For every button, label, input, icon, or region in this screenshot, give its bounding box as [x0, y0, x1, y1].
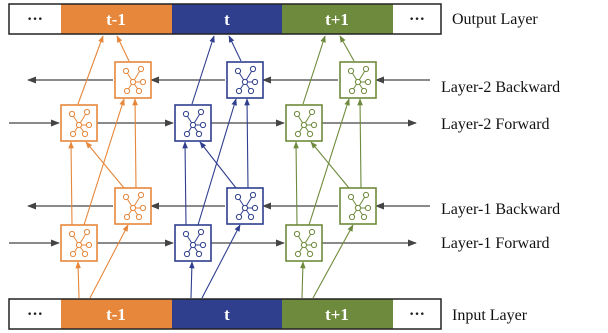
output-seg-right-dots [393, 4, 441, 34]
l1b-to-l2b-t-plus-1 [357, 98, 363, 189]
connections-t-minus-1 [68, 35, 138, 299]
layer1-forward-label: Layer-1 Forward [441, 235, 550, 252]
rnn-cell-icon-l2b-t-minus-1 [114, 61, 152, 99]
input-dots-right: ··· [409, 306, 425, 323]
output-seg-t-minus-1 [61, 4, 172, 34]
rnn-cell-icon-l2b-t [226, 61, 264, 99]
layer2-forward-label: Layer-2 Forward [441, 116, 550, 133]
l1f-to-l2b-t-minus-1 [83, 98, 125, 226]
rnn-cell-icon-l2f-t [174, 104, 212, 142]
l1b-to-l2b-t [244, 98, 250, 189]
input-label-t: t [224, 305, 230, 324]
input-bar-border [8, 298, 442, 330]
l2f-to-output-t [191, 35, 215, 105]
l2b-to-output-t-plus-1 [339, 35, 355, 62]
output-dots-right: ··· [409, 11, 425, 28]
output-seg-t [172, 4, 282, 34]
l2f-to-output-t-plus-1 [302, 35, 326, 105]
output-bar-border [8, 3, 442, 35]
connections-t-plus-1 [293, 35, 363, 299]
output-seg-left-dots [9, 4, 61, 34]
output-label-t-plus-1: t+1 [325, 10, 349, 29]
horizontal-recurrent-arrows [9, 76, 430, 247]
rnn-cell-icon-l1b-t-minus-1 [114, 187, 152, 225]
rnn-cell-icon-l1f-t-plus-1 [285, 224, 323, 262]
rnn-cell-icon-l1f-t [174, 224, 212, 262]
output-label-t: t [224, 10, 230, 29]
input-label-t-minus-1: t-1 [106, 305, 126, 324]
input-seg-t-minus-1 [61, 299, 172, 329]
rnn-cell-icon-l1f-t-minus-1 [60, 224, 98, 262]
layer2-backward-label: Layer-2 Backward [441, 79, 560, 96]
l1f-to-l2f-t-minus-1 [68, 141, 74, 226]
l2f-to-output-t-minus-1 [77, 35, 104, 105]
input-to-l1f-t-plus-1 [300, 261, 306, 299]
input-layer-label: Input Layer [452, 307, 528, 324]
layer1-backward-label: Layer-1 Backward [441, 201, 560, 218]
l1b-to-l2f-t-minus-1 [85, 141, 125, 189]
rnn-cell-icon-l1b-t [226, 187, 264, 225]
l2b-to-output-t-minus-1 [116, 35, 130, 62]
input-seg-t [172, 299, 282, 329]
rnn-cell-icon-l2f-t-plus-1 [285, 104, 323, 142]
rnn-cell-icon-l1b-t-plus-1 [339, 187, 377, 225]
output-layer-bar: ··· t-1 t t+1 ··· [8, 3, 442, 35]
input-seg-t-plus-1 [282, 299, 393, 329]
output-layer-label: Output Layer [452, 11, 538, 28]
rnn-cell-icon-l2f-t-minus-1 [60, 104, 98, 142]
l1b-to-l2b-t-minus-1 [132, 98, 138, 189]
rnn-cell-icon-l2b-t-plus-1 [339, 61, 377, 99]
input-to-l1b-t [201, 224, 241, 299]
l1f-to-l2b-t [197, 98, 237, 226]
l1f-to-l2f-t-plus-1 [293, 141, 299, 226]
output-dots-left: ··· [27, 11, 43, 28]
connections-t [182, 35, 250, 299]
input-layer-bar: ··· t-1 t t+1 ··· [8, 298, 442, 330]
input-seg-left-dots [9, 299, 61, 329]
input-dots-left: ··· [27, 306, 43, 323]
l1b-to-l2f-t [199, 141, 237, 189]
input-to-l1b-t-plus-1 [312, 224, 354, 299]
input-to-l1b-t-minus-1 [89, 224, 129, 299]
output-seg-t-plus-1 [282, 4, 393, 34]
input-to-l1f-t [189, 261, 195, 299]
output-label-t-minus-1: t-1 [106, 10, 126, 29]
l1b-to-l2f-t-plus-1 [310, 141, 350, 189]
l2b-to-output-t [228, 35, 242, 62]
l1f-to-l2f-t [182, 141, 188, 226]
input-to-l1f-t-minus-1 [75, 261, 81, 299]
input-seg-right-dots [393, 299, 441, 329]
l1f-to-l2b-t-plus-1 [308, 98, 350, 226]
input-label-t-plus-1: t+1 [325, 305, 349, 324]
